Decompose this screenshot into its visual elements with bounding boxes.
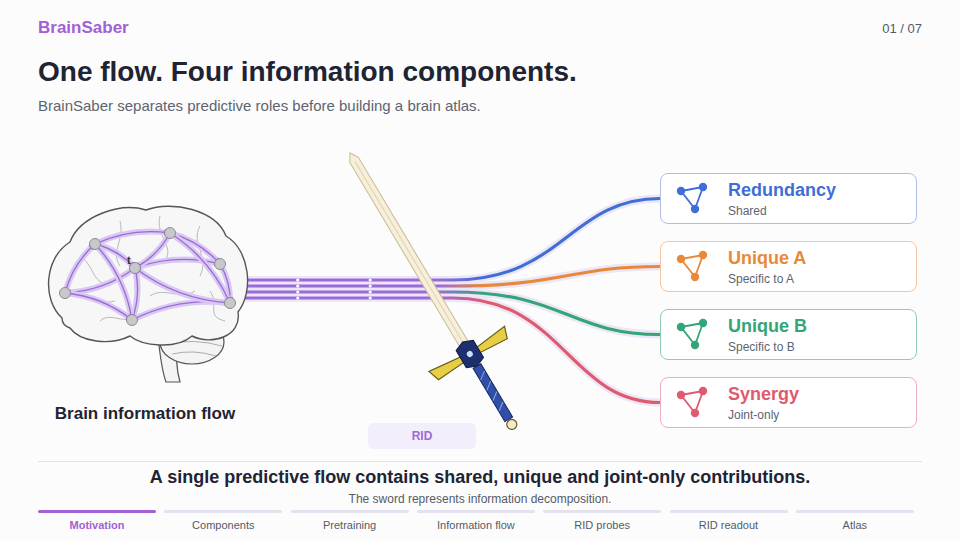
- flow-glow: [170, 233, 230, 303]
- tab-bar: [38, 510, 156, 513]
- flow-arrow: [135, 233, 170, 268]
- icon-node: [699, 319, 707, 327]
- icon-node: [699, 251, 707, 259]
- tab-bar: [796, 510, 914, 513]
- time-mark: t: [127, 254, 131, 266]
- graph-icon: [675, 249, 711, 285]
- flow-glow: [95, 244, 132, 320]
- region-node: [127, 315, 138, 326]
- brain-illustration: [40, 196, 250, 382]
- connector-halo: [246, 298, 660, 403]
- component-name: Redundancy: [728, 179, 910, 201]
- icon-node: [691, 273, 699, 281]
- component-description: Specific to A: [728, 271, 910, 287]
- method-pill: RID: [368, 423, 476, 449]
- flow-arrow: [170, 233, 230, 303]
- component-box: Unique A Specific to A: [660, 241, 917, 292]
- region-node: [90, 239, 101, 250]
- flow-connector: [246, 296, 660, 402]
- tab-label: Pretraining: [291, 519, 409, 531]
- icon-node: [677, 323, 685, 331]
- brain-fold: [210, 291, 225, 321]
- icon-node: [691, 409, 699, 417]
- flow-dot: [369, 284, 372, 287]
- tab-bar: [543, 510, 661, 513]
- component-name: Synergy: [728, 383, 910, 405]
- page-number: 01 / 07: [882, 21, 922, 36]
- region-node: [215, 259, 226, 270]
- flow-dot: [296, 284, 299, 287]
- component-description: Shared: [728, 203, 910, 219]
- flow-dot: [296, 278, 299, 281]
- divider-line: [38, 461, 922, 462]
- tab-bar: [164, 510, 282, 513]
- caption: A single predictive flow contains shared…: [0, 467, 960, 488]
- flow-dot: [369, 290, 372, 293]
- brain-fold: [116, 221, 121, 266]
- component-name: Unique A: [728, 247, 910, 269]
- box-content: SynergyJoint-only: [728, 378, 910, 427]
- tab-bar: [670, 510, 788, 513]
- connector-line: [246, 267, 660, 287]
- graph-icon: [675, 181, 711, 217]
- component-name: Unique B: [728, 315, 910, 337]
- flow-connector: [246, 267, 660, 288]
- icon-node: [677, 391, 685, 399]
- tab-label: RID probes: [543, 519, 661, 531]
- icon-node: [677, 255, 685, 263]
- tab-label: Atlas: [796, 519, 914, 531]
- flow-arrow: [95, 244, 132, 320]
- tab-label: Information flow: [417, 519, 535, 531]
- tab-label: RID readout: [670, 519, 788, 531]
- tab-label: Components: [164, 519, 282, 531]
- flow-glow: [95, 232, 170, 244]
- brain-caption: Brain information flow: [20, 404, 270, 424]
- box-content: Unique B Specific to B: [728, 310, 910, 359]
- cerebellum-fold: [172, 352, 216, 356]
- cerebrum-outline: [49, 206, 248, 345]
- icon-node: [691, 205, 699, 213]
- flow-glow: [65, 244, 95, 293]
- icon-node: [677, 187, 685, 195]
- tab-bar: [417, 510, 535, 513]
- component-box: RedundancyShared: [660, 173, 917, 224]
- graph-icon: [675, 385, 711, 421]
- region-node: [130, 263, 141, 274]
- flow-arrow: [95, 232, 170, 244]
- tab-label: Motivation: [38, 519, 156, 531]
- region-node: [225, 298, 236, 309]
- connector-line: [246, 298, 660, 403]
- component-box: SynergyJoint-only: [660, 377, 917, 428]
- box-content: Unique A Specific to A: [728, 242, 910, 291]
- pill-label: RID: [412, 429, 433, 443]
- slide-title: One flow. Four information components.: [38, 56, 577, 88]
- brand-name: BrainSaber: [38, 18, 129, 38]
- tab-bar: [291, 510, 409, 513]
- graph-icon: [675, 317, 711, 353]
- brain-node: Brain information flow: [40, 196, 250, 382]
- component-description: Joint-only: [728, 407, 910, 423]
- icon-node: [691, 341, 699, 349]
- subtitle: BrainSaber separates predictive roles be…: [38, 97, 481, 114]
- component-box: Unique B Specific to B: [660, 309, 917, 360]
- icon-node: [699, 387, 707, 395]
- component-description: Specific to B: [728, 339, 910, 355]
- region-node: [60, 288, 71, 299]
- sword-note: The sword represents information decompo…: [0, 492, 960, 506]
- flow-glow: [135, 233, 170, 268]
- connector-halo: [246, 267, 660, 287]
- icon-node: [699, 183, 707, 191]
- flow-dot: [369, 296, 372, 299]
- flow-glow: [65, 293, 132, 320]
- flow-arrow: [65, 244, 95, 293]
- flow-dot: [369, 278, 372, 281]
- flow-dot: [296, 296, 299, 299]
- flow-dot: [296, 290, 299, 293]
- region-node: [165, 228, 176, 239]
- box-content: RedundancyShared: [728, 174, 910, 223]
- flow-arrow: [65, 293, 132, 320]
